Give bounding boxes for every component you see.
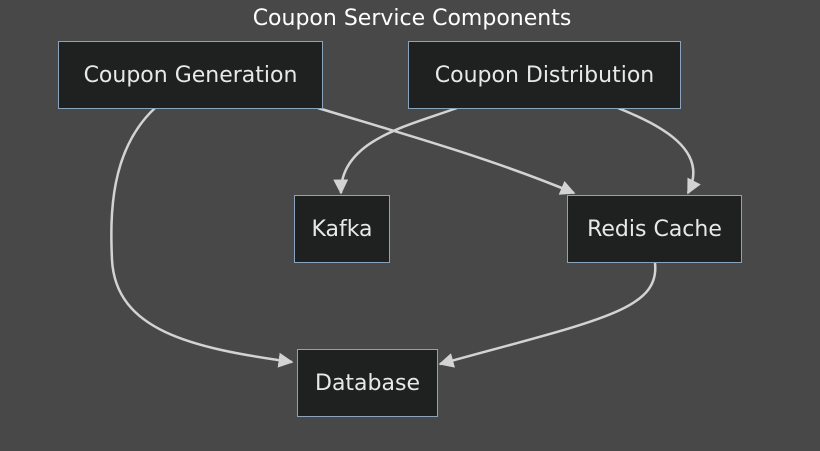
node-label: Redis Cache [587,216,722,242]
node-kafka: Kafka [294,195,390,263]
edge-gen-to-redis [317,106,576,195]
node-label: Coupon Distribution [434,62,655,88]
node-redis-cache: Redis Cache [567,195,742,263]
node-coupon-generation: Coupon Generation [58,41,323,109]
node-label: Kafka [311,216,373,242]
edge-dist-to-kafka [333,106,458,195]
node-label: Coupon Generation [83,62,298,88]
node-label: Database [315,370,420,396]
node-database: Database [297,349,438,417]
edge-redis-to-db [438,262,657,368]
edge-dist-to-redis [617,106,701,195]
diagram-title: Coupon Service Components [252,6,572,31]
node-coupon-distribution: Coupon Distribution [408,41,681,109]
edge-gen-to-db [110,107,294,368]
